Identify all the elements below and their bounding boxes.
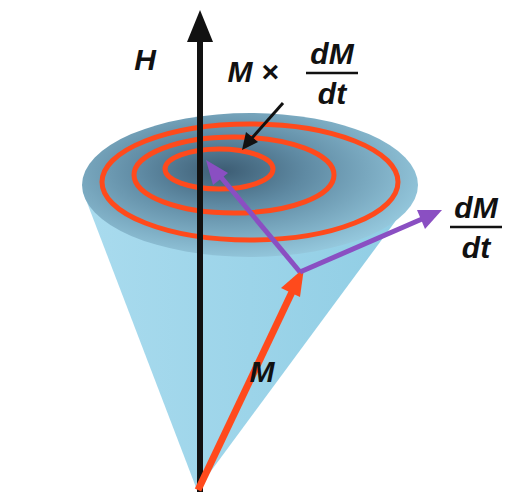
magnetization-vector xyxy=(198,292,292,490)
cross-product-label: M × xyxy=(228,57,279,87)
torque-vector xyxy=(300,219,422,272)
field-arrowhead xyxy=(187,10,213,42)
numerator-label: dM xyxy=(310,39,353,69)
leader-arrowhead xyxy=(242,132,258,150)
fraction-bar xyxy=(306,72,358,75)
fraction-bar xyxy=(450,226,502,229)
denominator-label: dt xyxy=(318,79,346,109)
precession-ring xyxy=(134,137,334,213)
damping-arrowhead xyxy=(206,160,228,185)
numerator-label: dM xyxy=(454,193,497,223)
denominator-label: dt xyxy=(462,233,490,263)
damping-vector xyxy=(220,176,300,272)
precession-ring xyxy=(102,124,398,240)
field-axis xyxy=(197,38,203,492)
field-label: H xyxy=(134,45,156,75)
leader-line xyxy=(252,103,283,138)
magnetization-label: M xyxy=(250,357,275,387)
cone-rim xyxy=(82,113,418,257)
precession-ring xyxy=(165,149,273,189)
torque-arrowhead xyxy=(417,210,442,229)
